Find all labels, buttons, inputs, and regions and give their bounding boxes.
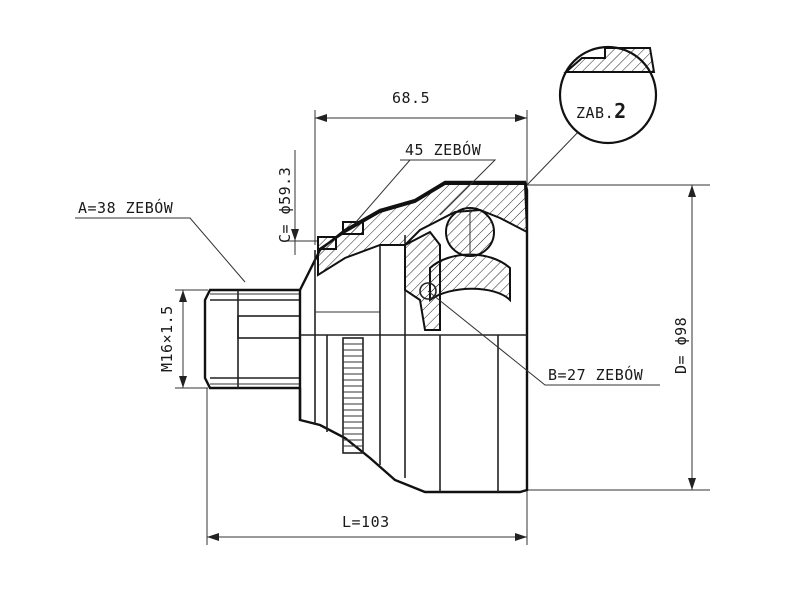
- dim-thread-label: M16×1.5: [158, 305, 176, 372]
- dim-c-label: C= ϕ59.3: [276, 167, 294, 243]
- spline-outer-label: 45 ZEBÓW: [405, 140, 482, 159]
- threaded-shaft: [203, 288, 301, 390]
- tooth-reference-callout: ZAB.2: [558, 45, 658, 145]
- section-cut: [317, 183, 529, 331]
- dimension-length: L=103: [206, 388, 528, 545]
- spline-b-label: B=27 ZEBÓW: [548, 365, 644, 384]
- zab-label: ZAB.2: [576, 99, 627, 123]
- dim-d-label: D= ϕ98: [672, 317, 690, 374]
- leaders: [75, 127, 660, 386]
- dim-width-label: 68.5: [392, 89, 430, 107]
- dimension-68-5: 68.5: [314, 89, 528, 245]
- dim-length-label: L=103: [342, 513, 390, 531]
- abs-ring: [342, 337, 364, 454]
- spline-a-label: A=38 ZEBÓW: [78, 198, 174, 217]
- dimension-thread: M16×1.5: [158, 289, 208, 389]
- dimension-c: C= ϕ59.3: [276, 150, 318, 255]
- dimension-d: D= ϕ98: [527, 184, 710, 491]
